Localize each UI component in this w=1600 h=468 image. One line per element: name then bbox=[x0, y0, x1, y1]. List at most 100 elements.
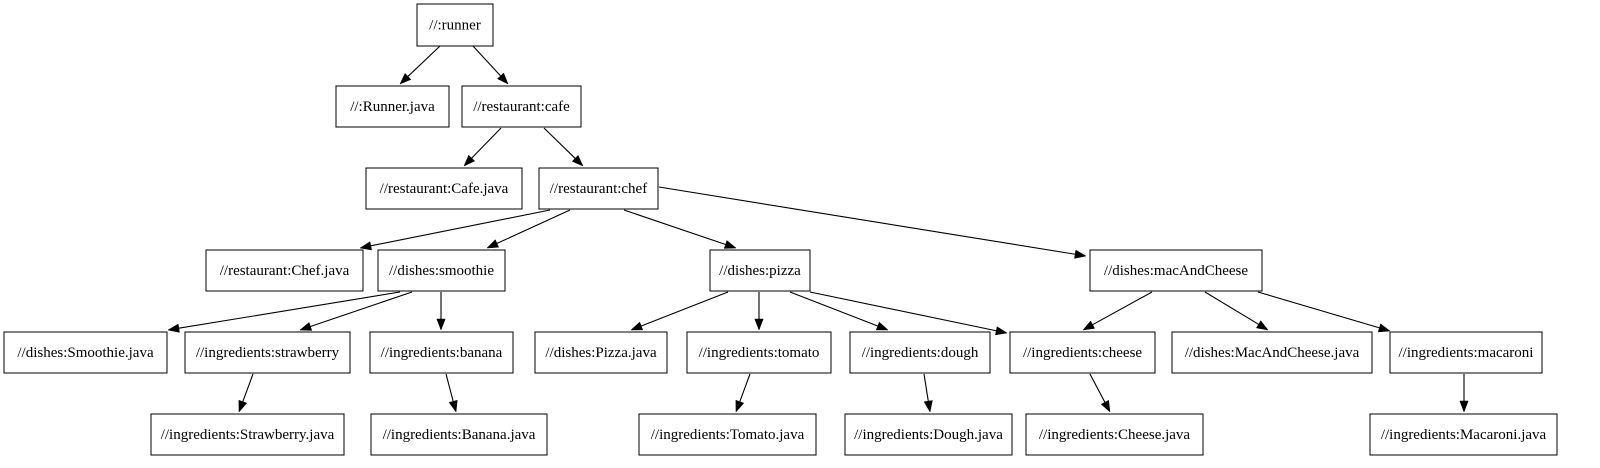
graph-node-cafe_java[interactable]: //restaurant:Cafe.java bbox=[365, 167, 523, 210]
graph-node-strawberry_java[interactable]: //ingredients:Strawberry.java bbox=[150, 413, 345, 456]
graph-node-tomato[interactable]: //ingredients:tomato bbox=[686, 331, 832, 374]
node-label: //:Runner.java bbox=[350, 99, 435, 115]
edge-arrowhead bbox=[167, 323, 180, 333]
edge-arrowhead bbox=[723, 240, 737, 249]
graph-node-chef_java[interactable]: //restaurant:Chef.java bbox=[205, 249, 364, 292]
graph-edge-restaurant_chef-to-mac_and_cheese bbox=[658, 186, 1076, 255]
graph-node-restaurant_cafe[interactable]: //restaurant:cafe bbox=[461, 85, 582, 128]
graph-node-tomato_java[interactable]: //ingredients:Tomato.java bbox=[638, 413, 817, 456]
graph-edge-mac_and_cheese-to-cheese bbox=[1092, 291, 1153, 326]
graph-node-runner[interactable]: //:runner bbox=[416, 3, 494, 47]
graph-node-strawberry[interactable]: //ingredients:strawberry bbox=[184, 331, 351, 374]
node-box bbox=[1171, 331, 1373, 374]
edge-arrowhead bbox=[1082, 320, 1096, 331]
node-box bbox=[365, 167, 523, 210]
edge-arrowhead bbox=[1100, 399, 1111, 413]
edge-arrowhead bbox=[497, 72, 509, 85]
node-box bbox=[370, 413, 548, 456]
node-label: //ingredients:Macaroni.java bbox=[1381, 427, 1547, 443]
node-box bbox=[205, 249, 364, 292]
graph-node-cheese_java[interactable]: //ingredients:Cheese.java bbox=[1025, 413, 1204, 456]
edge-arrowhead bbox=[735, 399, 745, 413]
node-label: //dishes:smoothie bbox=[389, 263, 494, 279]
graph-edge-pizza-to-dough bbox=[789, 291, 878, 327]
node-label: //dishes:pizza bbox=[719, 263, 801, 279]
node-label: //ingredients:Banana.java bbox=[383, 427, 536, 443]
graph-edge-mac_and_cheese-to-mac_cheese_java bbox=[1204, 291, 1259, 325]
edge-arrowhead bbox=[995, 326, 1008, 336]
node-label: //ingredients:Dough.java bbox=[854, 427, 1003, 443]
edge-arrowhead bbox=[359, 241, 372, 251]
graph-edge-restaurant_cafe-to-cafe_java bbox=[471, 127, 502, 159]
edge-arrowhead bbox=[754, 318, 764, 331]
node-box bbox=[369, 331, 514, 374]
graph-node-dough_java[interactable]: //ingredients:Dough.java bbox=[844, 413, 1013, 456]
edge-arrowhead bbox=[1074, 249, 1087, 259]
node-label: //dishes:Smoothie.java bbox=[17, 345, 154, 361]
node-label: //restaurant:Cafe.java bbox=[380, 181, 509, 197]
edge-arrowhead bbox=[463, 154, 476, 167]
node-box bbox=[849, 331, 991, 374]
graph-node-mac_cheese_java[interactable]: //dishes:MacAndCheese.java bbox=[1171, 331, 1373, 374]
graph-edge-restaurant_chef-to-smoothie bbox=[496, 209, 571, 244]
node-box bbox=[416, 3, 494, 47]
graph-edge-cheese-to-cheese_java bbox=[1089, 373, 1106, 403]
graph-edge-restaurant_cafe-to-restaurant_chef bbox=[543, 127, 576, 159]
graph-node-cheese[interactable]: //ingredients:cheese bbox=[1009, 331, 1156, 374]
graph-node-restaurant_chef[interactable]: //restaurant:chef bbox=[538, 167, 659, 210]
node-label: //ingredients:cheese bbox=[1023, 345, 1142, 361]
graph-node-pizza_java[interactable]: //dishes:Pizza.java bbox=[534, 331, 668, 374]
edge-arrowhead bbox=[486, 239, 500, 249]
edge-arrowhead bbox=[436, 318, 446, 331]
graph-edge-restaurant_chef-to-pizza bbox=[623, 209, 726, 245]
node-label: //ingredients:Strawberry.java bbox=[161, 427, 335, 443]
graph-edge-dough-to-dough_java bbox=[923, 373, 929, 402]
graph-edges-layer bbox=[167, 45, 1469, 413]
graph-node-smoothie[interactable]: //dishes:smoothie bbox=[377, 249, 506, 292]
graph-edge-tomato-to-tomato_java bbox=[739, 373, 751, 402]
node-box bbox=[538, 167, 659, 210]
graph-edge-pizza-to-cheese bbox=[809, 291, 997, 332]
edge-arrowhead bbox=[1459, 400, 1469, 413]
graph-edge-smoothie-to-smoothie_java bbox=[178, 291, 401, 329]
edge-arrowhead bbox=[923, 400, 933, 413]
graph-edge-mac_and_cheese-to-macaroni bbox=[1257, 291, 1380, 329]
node-box bbox=[184, 331, 351, 374]
node-label: //restaurant:chef bbox=[550, 181, 647, 197]
graph-node-dough[interactable]: //ingredients:dough bbox=[849, 331, 991, 374]
graph-nodes-layer: //:runner //:Runner.java //restaurant:cafe… bbox=[3, 3, 1558, 456]
graph-edge-runner-to-runner_java bbox=[407, 45, 441, 77]
graph-edge-banana-to-banana_java bbox=[445, 373, 454, 402]
node-box bbox=[1009, 331, 1156, 374]
edge-arrowhead bbox=[299, 322, 313, 331]
edge-arrowhead bbox=[1256, 320, 1269, 331]
node-box bbox=[335, 85, 450, 128]
node-box bbox=[1369, 413, 1558, 456]
node-box bbox=[534, 331, 668, 374]
node-box bbox=[844, 413, 1013, 456]
node-label: //dishes:macAndCheese bbox=[1104, 263, 1248, 279]
node-label: //ingredients:strawberry bbox=[196, 345, 340, 361]
node-label: //restaurant:cafe bbox=[473, 99, 570, 115]
node-label: //ingredients:tomato bbox=[699, 345, 820, 361]
graph-node-pizza[interactable]: //dishes:pizza bbox=[709, 249, 811, 292]
node-box bbox=[377, 249, 506, 292]
node-label: //ingredients:dough bbox=[862, 345, 979, 361]
node-label: //:runner bbox=[429, 17, 481, 33]
graph-node-macaroni[interactable]: //ingredients:macaroni bbox=[1389, 331, 1543, 374]
graph-node-runner_java[interactable]: //:Runner.java bbox=[335, 85, 450, 128]
graph-node-macaroni_java[interactable]: //ingredients:Macaroni.java bbox=[1369, 413, 1558, 456]
node-label: //ingredients:Tomato.java bbox=[651, 427, 805, 443]
graph-edge-pizza-to-pizza_java bbox=[641, 291, 729, 327]
node-box bbox=[638, 413, 817, 456]
graph-edge-strawberry-to-strawberry_java bbox=[242, 373, 254, 402]
graph-node-banana_java[interactable]: //ingredients:Banana.java bbox=[370, 413, 548, 456]
node-box bbox=[461, 85, 582, 128]
node-box bbox=[1389, 331, 1543, 374]
graph-node-mac_and_cheese[interactable]: //dishes:macAndCheese bbox=[1089, 249, 1263, 292]
edge-arrowhead bbox=[238, 399, 248, 413]
graph-node-smoothie_java[interactable]: //dishes:Smoothie.java bbox=[3, 331, 168, 374]
edge-arrowhead bbox=[448, 399, 458, 413]
graph-node-banana[interactable]: //ingredients:banana bbox=[369, 331, 514, 374]
